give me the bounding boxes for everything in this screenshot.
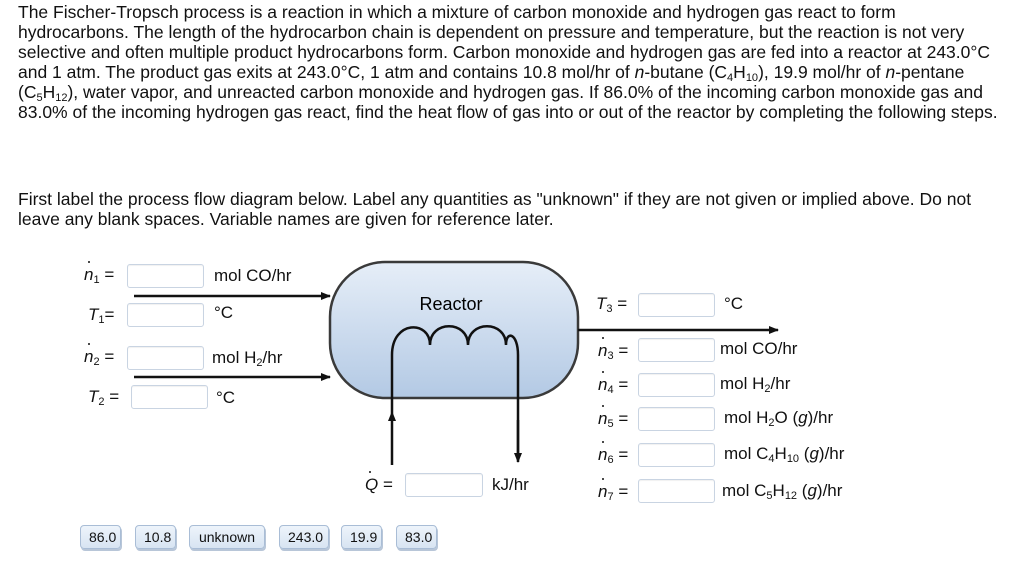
T2-input[interactable] — [131, 385, 208, 409]
answer-chip[interactable]: 243.0 — [279, 525, 329, 549]
n4-unit: mol H2/hr — [720, 374, 791, 395]
n5-label: n5 = — [598, 405, 629, 430]
n3-unit: mol CO/hr — [720, 339, 798, 358]
T1-unit: °C — [214, 303, 234, 322]
n4-label: n4 = — [598, 371, 629, 396]
n6-label: n6 = — [598, 441, 629, 466]
n6-unit: mol C4H10 (g)/hr — [724, 444, 845, 465]
T3-unit: °C — [724, 294, 744, 313]
Q-label: Q = — [365, 471, 393, 494]
n7-unit: mol C5H12 (g)/hr — [722, 481, 843, 502]
n1-label: n1 = — [84, 261, 115, 286]
T3-input[interactable] — [638, 293, 715, 317]
answer-chip[interactable]: 83.0 — [396, 525, 437, 549]
problem-statement: The Fischer-Tropsch process is a reactio… — [18, 2, 998, 122]
T2-label: T2 = — [88, 387, 120, 408]
n2-unit: mol H2/hr — [212, 348, 283, 369]
T1-label: T1= — [88, 305, 115, 326]
answer-chip[interactable]: unknown — [189, 525, 265, 549]
T2-unit: °C — [216, 388, 236, 407]
n1-input[interactable] — [127, 264, 204, 288]
reactor-vessel — [328, 260, 580, 400]
n3-input[interactable] — [638, 338, 715, 362]
n2-input[interactable] — [127, 346, 204, 370]
reactor-label: Reactor — [419, 294, 482, 314]
n5-input[interactable] — [638, 407, 715, 431]
n6-input[interactable] — [638, 443, 715, 467]
n3-label: n3 = — [598, 337, 629, 362]
answer-chip[interactable]: 86.0 — [80, 525, 121, 549]
answer-chip[interactable]: 10.8 — [135, 525, 176, 549]
Q-input[interactable] — [405, 473, 483, 497]
instructions-text: First label the process flow diagram bel… — [18, 189, 972, 229]
heating-coil — [390, 325, 520, 460]
n1-unit: mol CO/hr — [214, 266, 292, 285]
T1-input[interactable] — [127, 303, 204, 327]
n2-label: n2 = — [84, 343, 115, 368]
n4-input[interactable] — [638, 373, 715, 397]
n7-input[interactable] — [638, 479, 715, 503]
Q-unit: kJ/hr — [492, 475, 529, 494]
answer-chip[interactable]: 19.9 — [341, 525, 382, 549]
n5-unit: mol H2O (g)/hr — [724, 408, 834, 429]
T3-label: T3 = — [596, 294, 628, 315]
n7-label: n7 = — [598, 478, 629, 503]
